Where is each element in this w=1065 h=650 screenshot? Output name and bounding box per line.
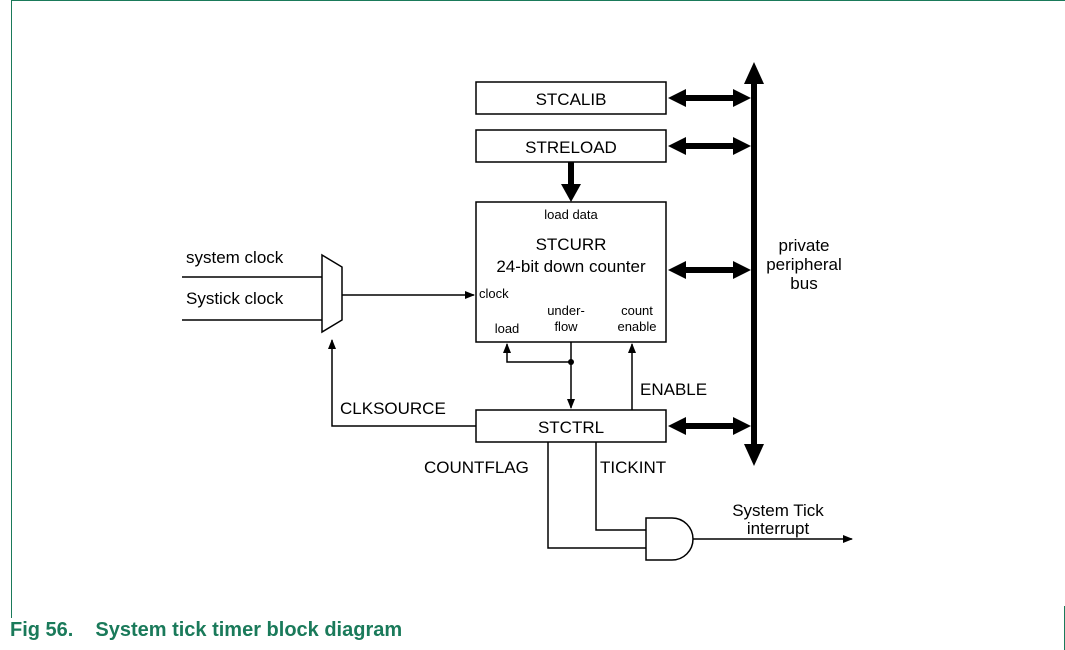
clksource-label: CLKSOURCE bbox=[340, 399, 446, 418]
countflag-label: COUNTFLAG bbox=[424, 458, 529, 477]
stcurr-counter-box bbox=[475, 201, 667, 343]
and-gate bbox=[645, 517, 694, 561]
clksource-line bbox=[328, 339, 476, 427]
load-port-label: load bbox=[495, 321, 520, 336]
stcalib-register-box bbox=[475, 81, 667, 115]
streload-label: STRELOAD bbox=[525, 138, 617, 157]
system-clock-label: system clock bbox=[186, 248, 284, 267]
countflag-line bbox=[547, 442, 646, 549]
bus-label: private peripheral bus bbox=[766, 236, 842, 293]
figure-caption: Fig 56. System tick timer block diagram bbox=[10, 619, 402, 643]
stctrl-register-box bbox=[475, 409, 667, 443]
peripheral-bus bbox=[744, 62, 764, 466]
underflow-port-label-line2: flow bbox=[554, 319, 578, 334]
interrupt-label-line1: System Tick bbox=[732, 501, 824, 520]
stcurr-title: STCURR bbox=[536, 235, 607, 254]
figure-number: Fig 56. bbox=[10, 619, 74, 641]
frame-rule-left bbox=[11, 606, 12, 618]
streload-bus-arrow bbox=[668, 137, 751, 155]
tickint-label: TICKINT bbox=[600, 458, 666, 477]
systick-clock-label: Systick clock bbox=[186, 289, 284, 308]
figure-title: System tick timer block diagram bbox=[95, 619, 403, 641]
stcalib-label: STCALIB bbox=[536, 90, 607, 109]
bus-label-line1: private bbox=[778, 236, 829, 255]
underflow-port-label-line1: under- bbox=[547, 303, 585, 318]
reload-arrow bbox=[561, 162, 581, 202]
stctrl-bus-arrow bbox=[668, 417, 751, 435]
stctrl-label: STCTRL bbox=[538, 418, 604, 437]
streload-register-box bbox=[475, 129, 667, 163]
tickint-line bbox=[595, 442, 646, 531]
stcalib-bus-arrow bbox=[668, 89, 751, 107]
count-enable-port-label-line1: count bbox=[621, 303, 653, 318]
figure-frame bbox=[11, 0, 1065, 606]
clock-port-label: clock bbox=[479, 286, 509, 301]
bus-label-line2: peripheral bbox=[766, 255, 842, 274]
count-enable-port-label-line2: enable bbox=[617, 319, 656, 334]
underflow-wiring bbox=[503, 342, 575, 409]
bus-label-line3: bus bbox=[790, 274, 817, 293]
stcurr-subtitle: 24-bit down counter bbox=[496, 257, 646, 276]
load-data-port-label: load data bbox=[544, 207, 598, 222]
clock-multiplexer bbox=[321, 253, 343, 334]
stcurr-bus-arrow bbox=[668, 261, 751, 279]
interrupt-label-line2: interrupt bbox=[747, 519, 810, 538]
enable-label: ENABLE bbox=[640, 380, 707, 399]
